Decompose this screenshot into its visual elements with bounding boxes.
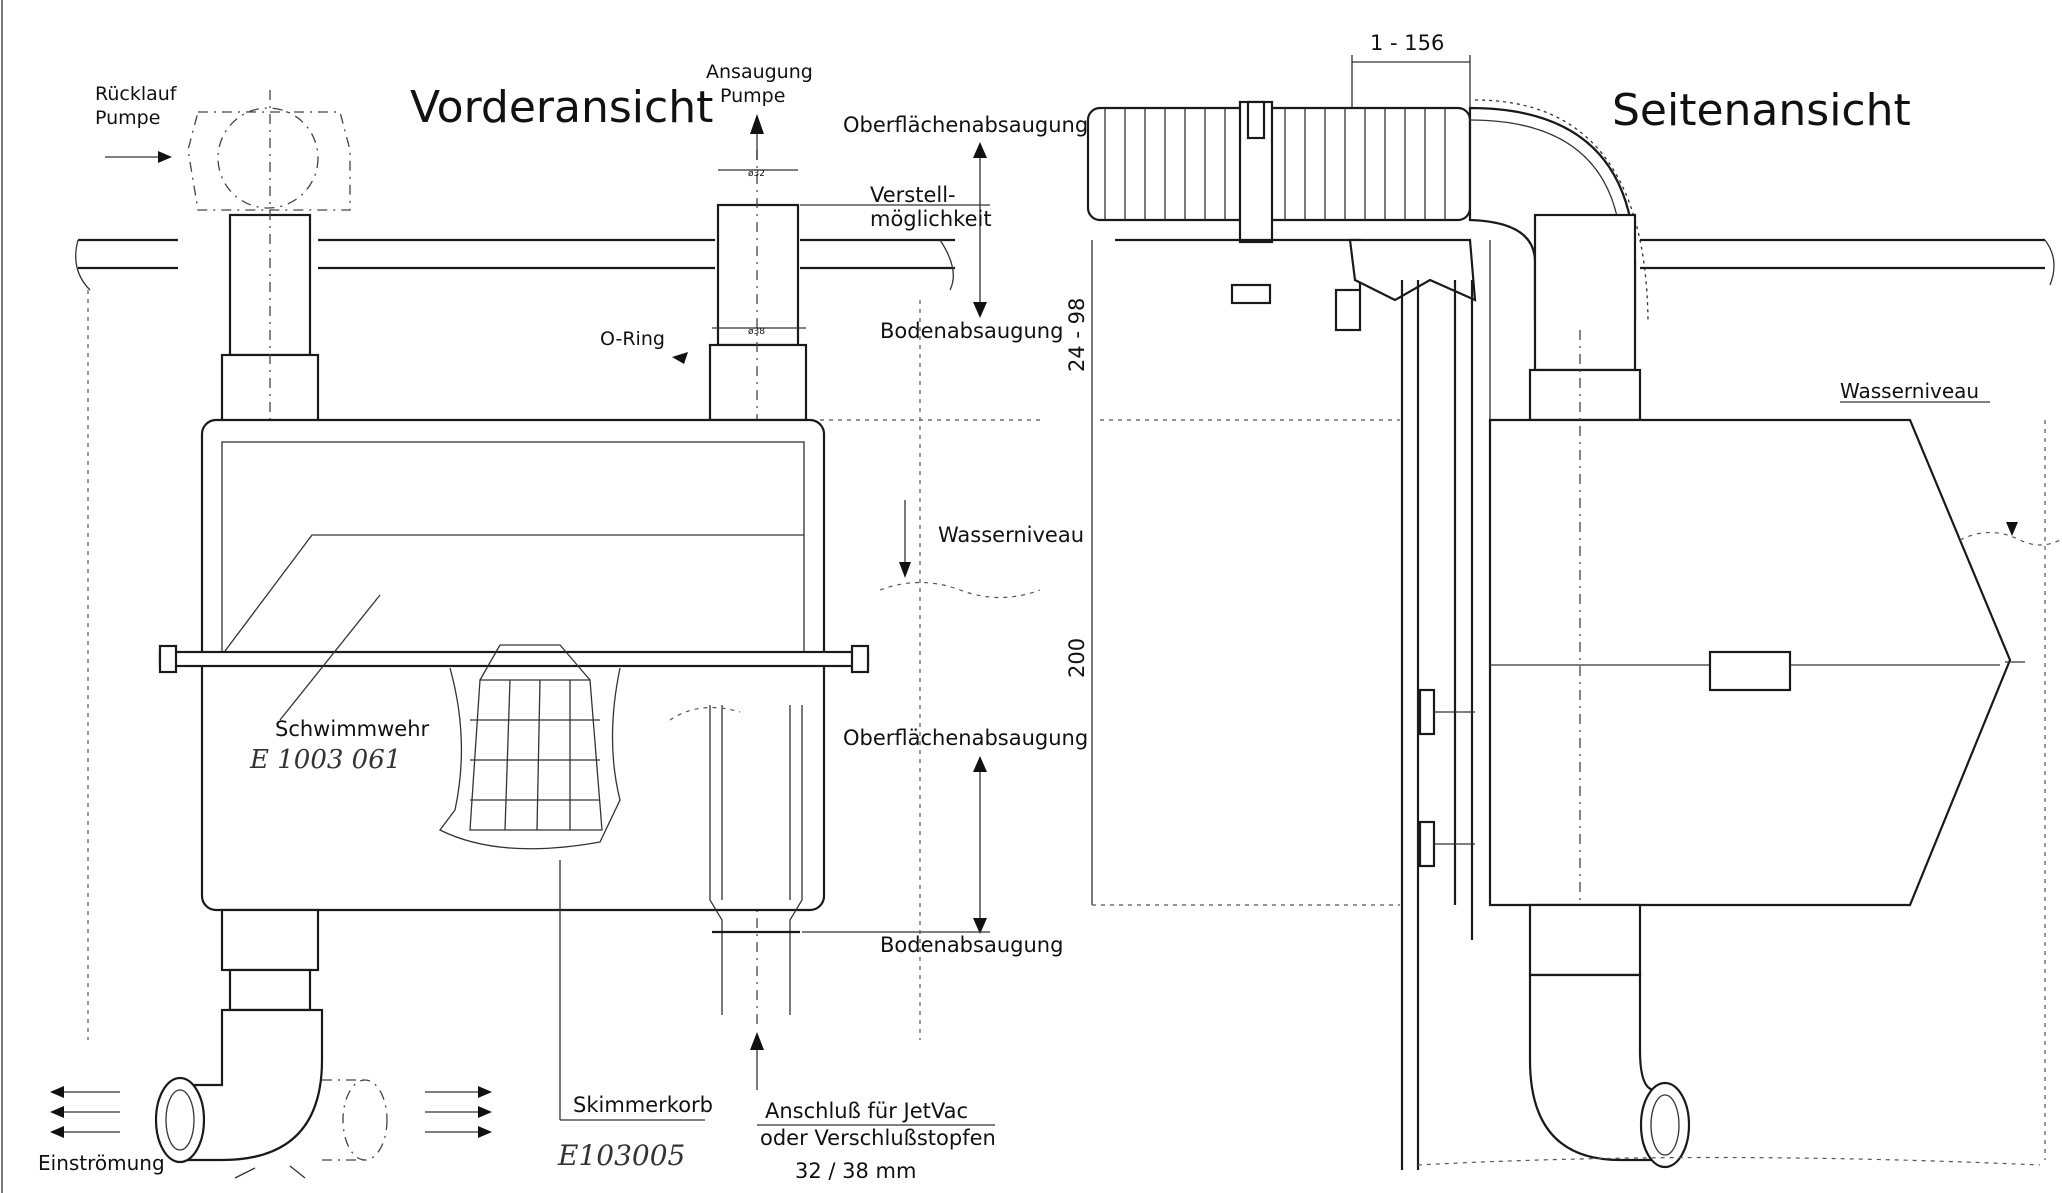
- return-pipe-collar: [220, 353, 320, 427]
- return-pump-label-2: Pumpe: [95, 107, 160, 129]
- rim-plate: [1115, 238, 1362, 290]
- dim-38-label: ø38: [748, 327, 765, 337]
- inflow-pipe-inner: [165, 1089, 195, 1151]
- inflow-ghost-opening: [342, 1079, 388, 1161]
- hose-clamp-screw: [1246, 100, 1266, 140]
- flange-right-tab: [850, 644, 870, 674]
- side-housing-tab: [1708, 650, 1792, 692]
- floor-suction-top-label: Bodenabsaugung: [880, 319, 1063, 343]
- inflow-elbow: [178, 1008, 324, 1162]
- flange-left-tab: [158, 644, 178, 674]
- rim-ends: [75, 239, 954, 291]
- return-pipe-ghost: [187, 111, 351, 211]
- inflow-label: Einströmung: [38, 1151, 165, 1175]
- side-pipe-inner: [1650, 1094, 1680, 1156]
- front-view-title: Vorderansicht: [410, 82, 713, 133]
- side-elbow: [1528, 973, 1662, 1162]
- bolt-head-left: [1230, 283, 1272, 305]
- inflow-pipe-collar: [220, 908, 320, 972]
- bolt-upper: [1418, 688, 1436, 736]
- suction-pipe-collar: [708, 343, 808, 422]
- water-level-side-wave: [1959, 531, 2061, 546]
- side-pipe-bottom-collar: [1528, 903, 1642, 977]
- water-level-arrow-icon: [899, 562, 911, 578]
- wall-edges: [87, 290, 921, 1040]
- return-pump-label-1: Rücklauf: [95, 83, 178, 105]
- inflow-ghost-pipe: [322, 1079, 365, 1161]
- connection-label-1: Anschluß für JetVac: [765, 1099, 968, 1123]
- jetvac-arrow-icon: [750, 1032, 764, 1050]
- return-pipe-ghost-circle: [217, 107, 319, 209]
- adjustability-label-2: möglichkeit: [870, 207, 992, 231]
- dim-arrow-down-icon: [973, 302, 987, 318]
- return-arrow-icon: [158, 151, 172, 163]
- water-level-side-icon: [2006, 522, 2018, 536]
- suction-pipe-upper: [716, 203, 800, 347]
- skimmer-basket-label: Skimmerkorb: [573, 1093, 713, 1117]
- bolt-head-mid: [1334, 288, 1362, 332]
- skimmer-basket-code: E103005: [557, 1139, 685, 1172]
- dim-top-label: 1 - 156: [1370, 31, 1444, 55]
- bolt-lower: [1418, 820, 1436, 868]
- suction-arrow-icon: [750, 114, 764, 134]
- bottom-tube-inner: [721, 705, 791, 900]
- inflow-pipe-opening: [154, 1076, 206, 1164]
- basket-cutout: [439, 667, 621, 850]
- surface-suction-top-label: Oberflächenabsaugung: [843, 113, 1088, 137]
- inflow-pipe-neck: [228, 968, 312, 1012]
- water-level-wave: [879, 581, 1041, 599]
- ground-line: [1417, 1156, 2041, 1166]
- side-view: 1 - 156 Seitenansicht: [1065, 31, 2061, 1170]
- seal-gasket: [1348, 238, 1477, 302]
- suction-pump-label-1: Ansaugung: [706, 61, 813, 83]
- bottom-tube-outer: [709, 705, 803, 1015]
- floor-suction-bottom-label: Bodenabsaugung: [880, 933, 1063, 957]
- surface-suction-bottom-label: Oberflächenabsaugung: [843, 726, 1088, 750]
- front-view: ø32 ø38: [38, 61, 1088, 1183]
- suction-pump-label-2: Pumpe: [720, 85, 785, 107]
- inflow-arrows-right: [425, 1086, 492, 1138]
- side-view-title: Seitenansicht: [1612, 85, 1911, 136]
- dim-32-label: ø32: [748, 169, 765, 179]
- floating-weir-code: E 1003 061: [249, 745, 401, 775]
- dim-side-label-2: 200: [1065, 638, 1089, 678]
- side-rim: [1640, 238, 2045, 270]
- corrugated-hose: [1086, 106, 1472, 222]
- dim-arrow-down2-icon: [973, 918, 987, 934]
- inflow-arrows-left: [50, 1086, 120, 1138]
- side-pipe-upper: [1533, 213, 1637, 372]
- dim-arrow-up2-icon: [973, 756, 987, 772]
- water-level-front-label: Wasserniveau: [938, 523, 1084, 547]
- o-ring-label: O-Ring: [600, 328, 665, 350]
- tube-cutout-line: [669, 706, 741, 721]
- o-ring-arrow-icon: [672, 352, 688, 364]
- dim-side-label-1: 24 - 98: [1065, 298, 1089, 372]
- skimmer-basket-grid: [469, 644, 603, 831]
- dim-arrow-up-icon: [973, 142, 987, 158]
- floating-weir-label: Schwimmwehr: [275, 717, 430, 741]
- connection-label-2: oder Verschlußstopfen: [760, 1126, 996, 1150]
- mounting-flange: [158, 650, 870, 668]
- side-pipe-collar: [1528, 368, 1642, 422]
- inflow-bottom-arrows: [234, 1165, 306, 1179]
- weir-leader-line: [279, 594, 381, 721]
- floating-weir-outline: [221, 534, 804, 656]
- connection-size-label: 32 / 38 mm: [795, 1159, 916, 1183]
- water-level-side-label: Wasserniveau: [1840, 379, 1979, 403]
- side-rim-end: [2044, 239, 2055, 286]
- adjustability-label-1: Verstell-: [870, 183, 956, 207]
- side-pipe-opening: [1639, 1081, 1691, 1169]
